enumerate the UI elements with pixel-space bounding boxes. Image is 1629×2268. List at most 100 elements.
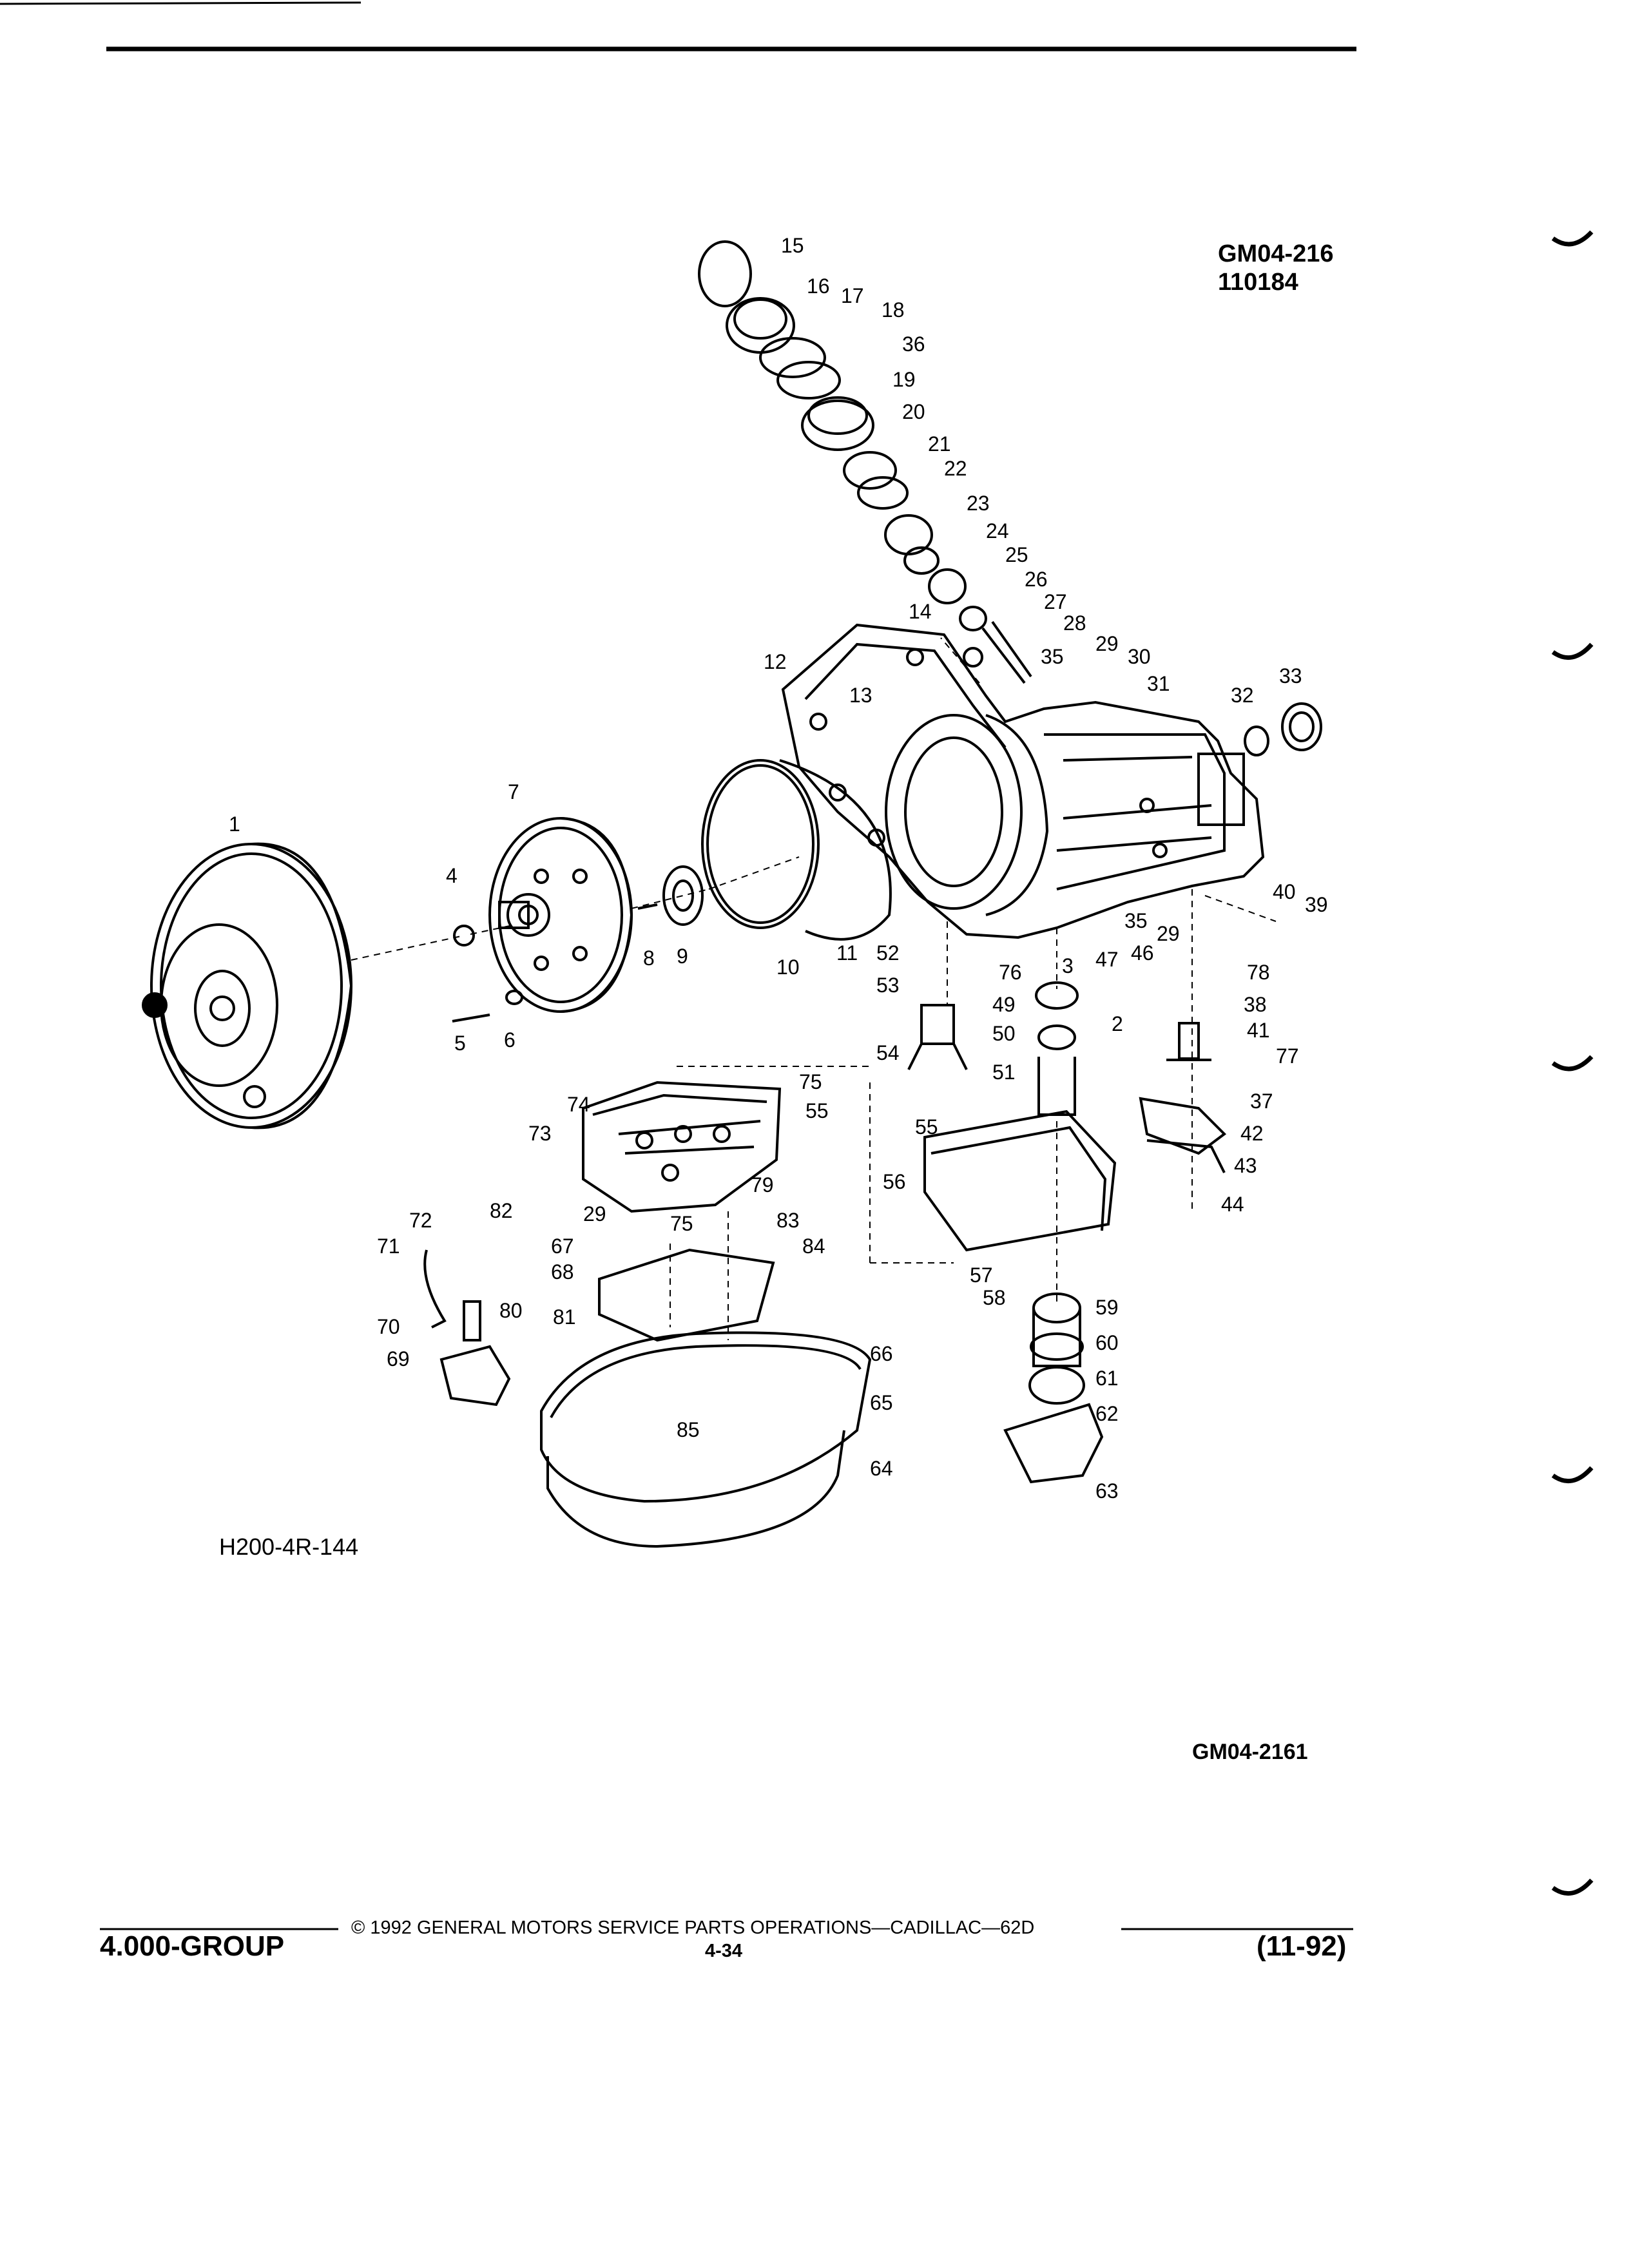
callout-78: 78 xyxy=(1247,961,1270,984)
callout-82: 82 xyxy=(490,1199,513,1222)
callout-29b: 29 xyxy=(1157,922,1180,945)
callout-18: 18 xyxy=(882,298,905,322)
callout-9: 9 xyxy=(677,945,688,968)
callout-62: 62 xyxy=(1095,1402,1119,1425)
callout-49: 49 xyxy=(992,993,1016,1016)
callout-7: 7 xyxy=(508,780,519,803)
figure-id: H200-4R-144 xyxy=(219,1533,359,1560)
callout-41: 41 xyxy=(1247,1019,1270,1042)
callout-59: 59 xyxy=(1095,1296,1119,1319)
reference-number: 110184 xyxy=(1218,269,1298,296)
callout-50: 50 xyxy=(992,1022,1016,1045)
callout-44: 44 xyxy=(1221,1193,1244,1216)
callout-70: 70 xyxy=(377,1315,400,1338)
callout-22: 22 xyxy=(944,457,967,480)
callout-21: 21 xyxy=(928,432,951,456)
callout-35: 35 xyxy=(1041,645,1064,668)
callout-64: 64 xyxy=(870,1457,893,1480)
callout-13: 13 xyxy=(849,684,872,707)
callout-5: 5 xyxy=(454,1032,466,1055)
callout-75: 75 xyxy=(799,1070,822,1093)
callout-53: 53 xyxy=(876,974,900,997)
callout-28: 28 xyxy=(1063,611,1086,635)
callout-55b: 55 xyxy=(915,1115,938,1139)
callout-16: 16 xyxy=(807,274,830,298)
callout-19: 19 xyxy=(892,368,916,391)
callout-60: 60 xyxy=(1095,1331,1119,1354)
callout-24: 24 xyxy=(986,519,1009,543)
callout-23: 23 xyxy=(967,492,990,515)
callout-56: 56 xyxy=(883,1170,906,1193)
callout-30: 30 xyxy=(1128,645,1151,668)
callout-80: 80 xyxy=(499,1299,523,1322)
callout-25: 25 xyxy=(1005,543,1028,566)
servo-stack xyxy=(698,240,1032,684)
callout-14: 14 xyxy=(909,600,932,623)
callout-69: 69 xyxy=(387,1347,410,1370)
callout-73: 73 xyxy=(528,1122,552,1145)
callout-71: 71 xyxy=(377,1235,400,1258)
callout-52: 52 xyxy=(876,941,900,965)
callout-29c: 29 xyxy=(583,1202,606,1225)
callout-10: 10 xyxy=(776,956,800,979)
callout-77: 77 xyxy=(1276,1044,1299,1068)
callout-15: 15 xyxy=(781,234,804,257)
callout-57: 57 xyxy=(970,1264,993,1287)
callout-31: 31 xyxy=(1147,672,1170,695)
callout-79: 79 xyxy=(751,1173,774,1196)
transmission-case xyxy=(781,623,1265,939)
callout-74: 74 xyxy=(567,1093,590,1116)
callout-3: 3 xyxy=(1062,954,1074,977)
callout-85: 85 xyxy=(677,1418,700,1441)
diagram-reference-bottom: GM04-2161 xyxy=(1192,1740,1308,1764)
oil-pump xyxy=(488,817,633,1013)
callout-46: 46 xyxy=(1131,941,1154,965)
callout-63: 63 xyxy=(1095,1479,1119,1503)
callout-35b: 35 xyxy=(1124,909,1148,932)
callout-11: 11 xyxy=(836,941,858,965)
callout-17: 17 xyxy=(841,284,864,307)
callout-39: 39 xyxy=(1305,893,1328,916)
callout-76: 76 xyxy=(999,961,1022,984)
callout-6: 6 xyxy=(504,1028,516,1052)
callout-1: 1 xyxy=(229,812,240,836)
torque-converter xyxy=(142,842,353,1129)
footer-date: (11-92) xyxy=(1257,1930,1347,1962)
callout-54: 54 xyxy=(876,1041,900,1064)
callout-8: 8 xyxy=(643,947,655,970)
callout-20: 20 xyxy=(902,400,925,423)
callout-27: 27 xyxy=(1044,590,1067,613)
callout-32: 32 xyxy=(1231,684,1254,707)
diagram-reference-top: GM04-216 110184 xyxy=(1218,240,1334,296)
callout-55: 55 xyxy=(805,1099,829,1122)
callout-labels: 1 2 3 4 5 6 7 8 9 10 11 12 13 14 15 16 1… xyxy=(229,234,1328,1503)
callout-36: 36 xyxy=(902,332,925,356)
callout-26: 26 xyxy=(1025,568,1048,591)
footer-copyright: © 1992 GENERAL MOTORS SERVICE PARTS OPER… xyxy=(351,1917,1035,1938)
callout-72: 72 xyxy=(409,1209,432,1232)
footer-group: 4.000-GROUP xyxy=(100,1930,285,1962)
reference-code: GM04-216 xyxy=(1218,240,1334,267)
callout-51: 51 xyxy=(992,1061,1016,1084)
callout-37: 37 xyxy=(1250,1090,1273,1113)
callout-75b: 75 xyxy=(670,1212,693,1235)
callout-65: 65 xyxy=(870,1391,893,1414)
callout-84: 84 xyxy=(802,1235,825,1258)
callout-81: 81 xyxy=(553,1305,576,1329)
callout-61: 61 xyxy=(1095,1367,1119,1390)
callout-67: 67 xyxy=(551,1235,574,1258)
callout-33: 33 xyxy=(1279,664,1302,687)
callout-2: 2 xyxy=(1112,1012,1123,1035)
callout-29: 29 xyxy=(1095,632,1119,655)
valve-body xyxy=(582,1081,782,1213)
callout-38: 38 xyxy=(1244,993,1267,1016)
callout-83: 83 xyxy=(776,1209,800,1232)
callout-42: 42 xyxy=(1240,1122,1264,1145)
callout-47: 47 xyxy=(1095,948,1119,971)
callout-66: 66 xyxy=(870,1342,893,1365)
callout-43: 43 xyxy=(1234,1154,1257,1177)
callout-68: 68 xyxy=(551,1260,574,1283)
